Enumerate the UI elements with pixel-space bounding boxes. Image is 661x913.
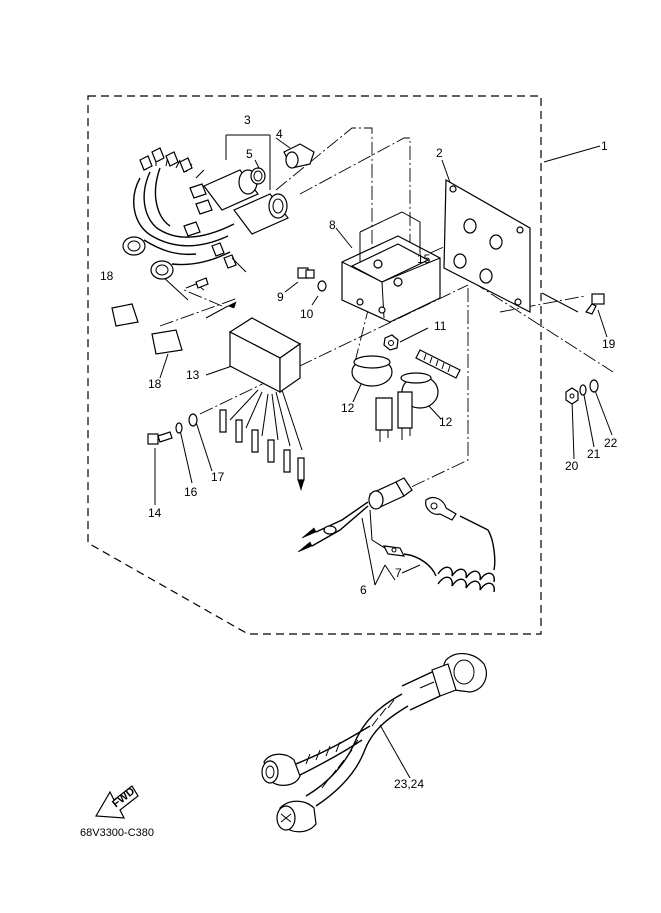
- nut-part-11: [383, 334, 399, 351]
- diagram-reference-code: 68V3300-C380: [80, 827, 154, 839]
- callout-20: 20: [565, 459, 579, 473]
- washer-part-22: [589, 379, 599, 393]
- callout-12-right: 12: [439, 415, 453, 429]
- relay-part-12: [351, 349, 461, 442]
- callout-18-upper: 18: [100, 269, 114, 283]
- bolt-part-14: [147, 431, 173, 445]
- lanyard-switch-part-6: [297, 477, 413, 553]
- callout-12-left: 12: [341, 401, 355, 415]
- bolt-part-9: [297, 267, 315, 279]
- bracket-part-8: [341, 211, 441, 323]
- callout-23-24: 23,24: [394, 777, 424, 791]
- callout-7: 7: [395, 566, 402, 580]
- washer-part-16: [175, 422, 183, 434]
- callout-10: 10: [300, 307, 314, 321]
- cap-part-18-upper: [111, 303, 139, 327]
- ring-part-5: [250, 167, 266, 185]
- main-switch-part-3: [203, 169, 289, 235]
- callout-13: 13: [186, 368, 200, 382]
- callout-11: 11: [434, 319, 447, 333]
- callout-17: 17: [211, 470, 225, 484]
- mounting-plate-part-2: [443, 178, 531, 313]
- callout-22: 22: [604, 436, 618, 450]
- callout-14: 14: [148, 506, 162, 520]
- screw-part-19: [585, 293, 605, 315]
- callout-labels: 3 4 5 1 2 8 15 18 9 10 11 19 13 18 12 12…: [100, 113, 618, 791]
- callout-2: 2: [436, 146, 443, 160]
- assembly-boundary: [87, 95, 542, 635]
- extension-harness-part-23-24: [261, 653, 487, 833]
- callout-4: 4: [276, 127, 283, 141]
- wire-harness-main: [122, 147, 247, 319]
- callout-16: 16: [184, 485, 198, 499]
- callout-9: 9: [277, 290, 284, 304]
- callout-5: 5: [246, 147, 253, 161]
- callout-21: 21: [587, 447, 601, 461]
- callout-1: 1: [601, 139, 608, 153]
- callout-18-lower: 18: [148, 377, 162, 391]
- washer-part-17: [188, 413, 198, 427]
- callout-3: 3: [244, 113, 251, 127]
- key-part-4: [283, 143, 315, 169]
- leader-lines: [154, 134, 613, 779]
- nut-part-20: [565, 387, 579, 405]
- lanyard-cord-part-7: [382, 496, 496, 593]
- callout-8: 8: [329, 218, 336, 232]
- callout-15: 15: [417, 252, 431, 266]
- washer-part-21: [579, 384, 587, 396]
- cap-part-18-lower: [151, 329, 183, 355]
- callout-6: 6: [360, 583, 367, 597]
- fwd-arrow: FWD: [94, 785, 139, 819]
- control-box-part-13: [219, 317, 305, 492]
- callout-19: 19: [602, 337, 616, 351]
- washer-part-10: [317, 280, 327, 292]
